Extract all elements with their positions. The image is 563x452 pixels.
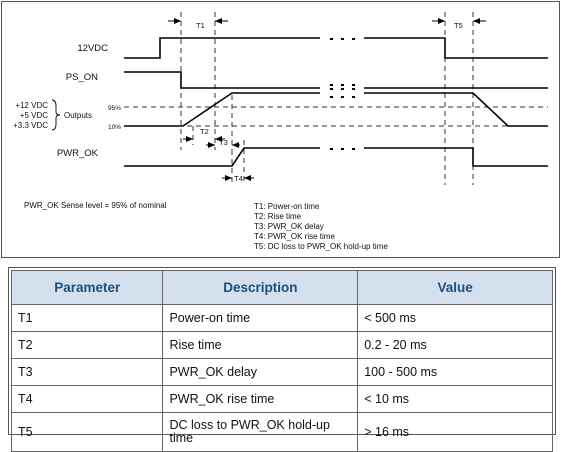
- cell-description: DC loss to PWR_OK hold-up time: [162, 412, 359, 452]
- signal-outputs: [124, 92, 548, 127]
- cell-value: 100 - 500 ms: [357, 358, 553, 386]
- outputs-brace: [51, 99, 61, 131]
- t4-marker: T4: [234, 174, 243, 183]
- signal-label-pwr-ok: PWR_OK: [57, 148, 99, 159]
- signal-pwr-ok: [124, 147, 548, 167]
- table-row: T4 PWR_OK rise time < 10 ms: [10, 385, 553, 413]
- level-95-label: 95%: [108, 105, 121, 112]
- cell-description: PWR_OK rise time: [162, 385, 359, 413]
- outputs-label-5v: +5 VDC: [20, 111, 48, 120]
- t3-marker: T3: [219, 138, 228, 147]
- parameter-table: Parameter Description Value T1 Power-on …: [10, 270, 553, 452]
- outputs-label-12v: +12 VDC: [15, 101, 48, 110]
- signal-label-ps-on: PS_ON: [66, 72, 98, 83]
- cell-parameter: T5: [10, 412, 164, 452]
- t5-marker: T5: [454, 21, 463, 30]
- table-row: T1 Power-on time < 500 ms: [10, 304, 553, 332]
- cell-parameter: T1: [10, 304, 164, 332]
- cell-value: < 500 ms: [357, 304, 553, 332]
- sense-level-note: PWR_OK Sense level = 95% of nominal: [24, 201, 167, 210]
- t2-marker: T2: [200, 127, 209, 136]
- timing-diagram: T1 T5 12VDC PS_ON +12 VDC +5 VDC +3.3 VD…: [1, 1, 560, 258]
- legend-t3: T3: PWR_OK delay: [254, 222, 324, 231]
- outputs-label-3v3: +3.3 VDC: [13, 121, 48, 130]
- legend-t4: T4: PWR_OK rise time: [254, 232, 335, 241]
- cell-parameter: T2: [10, 331, 164, 359]
- signal-label-12vdc: 12VDC: [77, 43, 108, 54]
- cell-value: < 10 ms: [357, 385, 553, 413]
- column-header-value: Value: [357, 270, 553, 305]
- ellipsis-pwr-ok: [330, 148, 355, 150]
- cell-value: 0.2 - 20 ms: [357, 331, 553, 359]
- legend-t5: T5: DC loss to PWR_OK hold-up time: [254, 242, 388, 251]
- table-row: T3 PWR_OK delay 100 - 500 ms: [10, 358, 553, 386]
- legend-t1: T1: Power-on time: [254, 202, 320, 211]
- ellipsis-outputs-lower: [330, 96, 355, 98]
- ellipsis-ps-on: [330, 88, 355, 90]
- cell-parameter: T3: [10, 358, 164, 386]
- ellipsis-outputs-upper: [330, 84, 355, 86]
- cell-description: Power-on time: [162, 304, 359, 332]
- table-row: T2 Rise time 0.2 - 20 ms: [10, 331, 553, 359]
- column-header-description: Description: [162, 270, 359, 305]
- diagram-frame: [1, 1, 560, 258]
- signal-12vdc: [124, 37, 548, 59]
- cell-parameter: T4: [10, 385, 164, 413]
- table-header-row: Parameter Description Value: [10, 270, 553, 305]
- legend-t2: T2: Rise time: [254, 212, 302, 221]
- column-header-parameter: Parameter: [10, 270, 164, 305]
- level-10-label: 10%: [108, 124, 121, 131]
- cell-value: > 16 ms: [357, 412, 553, 452]
- parameter-table-container: Parameter Description Value T1 Power-on …: [8, 267, 556, 452]
- cell-description: Rise time: [162, 331, 359, 359]
- t1-marker: T1: [196, 21, 205, 30]
- ellipsis-12vdc: [330, 38, 355, 40]
- table-row: T5 DC loss to PWR_OK hold-up time > 16 m…: [10, 412, 553, 452]
- signal-ps-on: [124, 71, 548, 89]
- cell-description: PWR_OK delay: [162, 358, 359, 386]
- outputs-label: Outputs: [64, 111, 92, 120]
